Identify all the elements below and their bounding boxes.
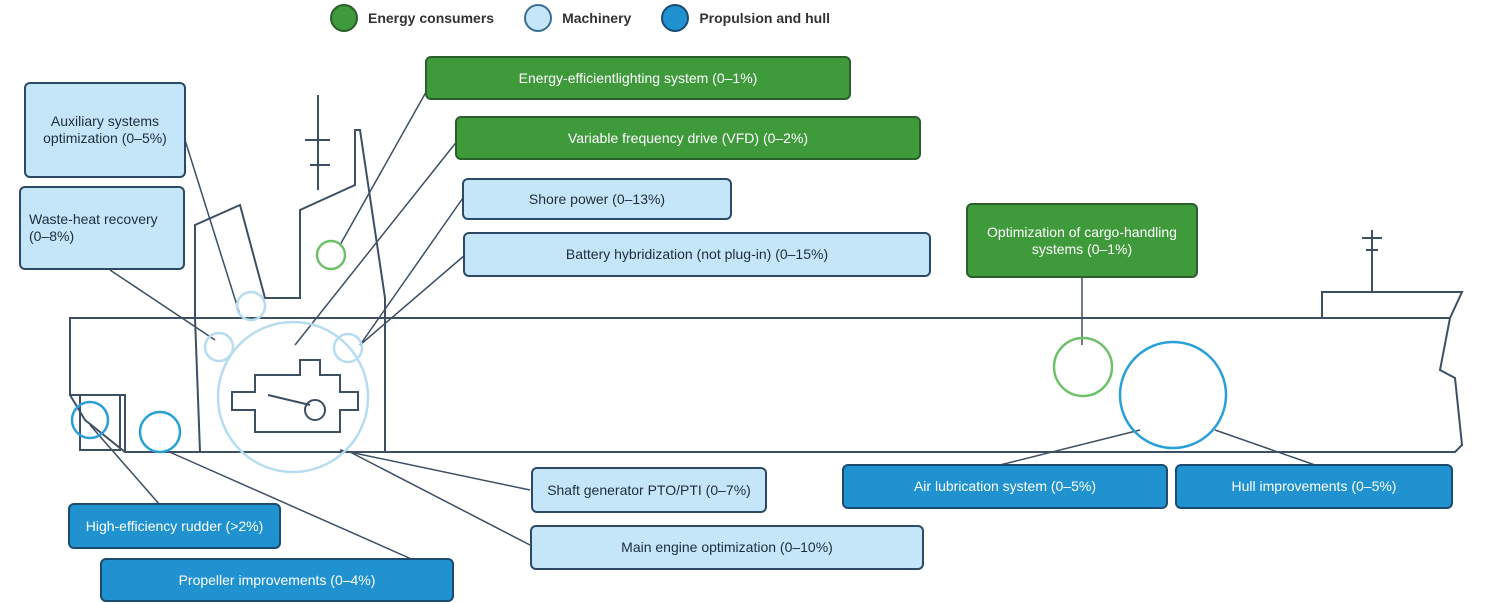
rudder-box: High-efficiency rudder (>2%): [68, 503, 281, 549]
marker-cargo: [1052, 336, 1114, 398]
leader-rudder: [89, 424, 161, 506]
marker-lighting: [315, 239, 347, 271]
leader-lines: [89, 84, 1316, 566]
leader-shore-power: [359, 194, 466, 346]
leader-auxiliary: [184, 139, 241, 316]
engine-room-wall: [194, 317, 386, 453]
marker-engine: [216, 320, 370, 474]
marker-waste-heat: [203, 331, 235, 363]
leader-hull: [1214, 429, 1316, 466]
air-lubrication-box: Air lubrication system (0–5%): [842, 464, 1168, 509]
battery-box: Battery hybridization (not plug-in) (0–1…: [463, 232, 931, 277]
forecastle-outline: [1321, 291, 1464, 319]
mast: [305, 95, 330, 190]
lighting-box: Energy-efficientlighting system (0–1%): [425, 56, 851, 100]
marker-rudder: [70, 400, 110, 440]
legend-energy-consumers: Energy consumers: [330, 4, 494, 32]
leader-vfd: [294, 139, 459, 346]
leader-air: [999, 429, 1141, 466]
leader-lighting: [339, 84, 431, 246]
shore-power-box: Shore power (0–13%): [462, 178, 732, 220]
marker-propeller: [138, 410, 182, 454]
shaft-generator-box: Shaft generator PTO/PTI (0–7%): [531, 467, 767, 513]
hull-improvements-box: Hull improvements (0–5%): [1175, 464, 1453, 509]
legend-label: Propulsion and hull: [699, 10, 830, 26]
stern-outline: [70, 394, 126, 452]
rudder-outline: [79, 395, 121, 451]
marker-battery: [332, 332, 364, 364]
bow-mast: [1362, 230, 1382, 292]
leader-waste-heat: [109, 269, 216, 341]
leader-shaft: [339, 449, 531, 491]
legend-light-dot: [524, 4, 553, 32]
leader-battery: [359, 254, 466, 346]
main-engine-box: Main engine optimization (0–10%): [530, 525, 924, 570]
superstructure-outline: [194, 129, 386, 318]
leader-main-engine: [349, 451, 531, 546]
legend-propulsion-hull: Propulsion and hull: [661, 4, 830, 32]
legend-green-dot: [330, 4, 358, 32]
engine-icon: [231, 359, 359, 433]
cargo-box: Optimization of cargo-handling systems (…: [966, 203, 1198, 278]
legend-label: Energy consumers: [368, 10, 495, 26]
leader-propeller: [164, 449, 426, 566]
legend-label: Machinery: [562, 10, 632, 26]
marker-auxiliary: [235, 290, 267, 322]
legend-blue-dot: [661, 4, 690, 32]
auxiliary-box: Auxiliary systems optimization (0–5%): [24, 82, 186, 178]
vfd-box: Variable frequency drive (VFD) (0–2%): [455, 116, 921, 160]
marker-air-hull: [1118, 340, 1228, 450]
legend-machinery: Machinery: [524, 4, 631, 32]
propeller-box: Propeller improvements (0–4%): [100, 558, 454, 602]
waste-heat-box: Waste-heat recovery (0–8%): [19, 186, 185, 270]
legend: Energy consumers Machinery Propulsion an…: [330, 4, 860, 32]
markers: [70, 239, 1228, 474]
